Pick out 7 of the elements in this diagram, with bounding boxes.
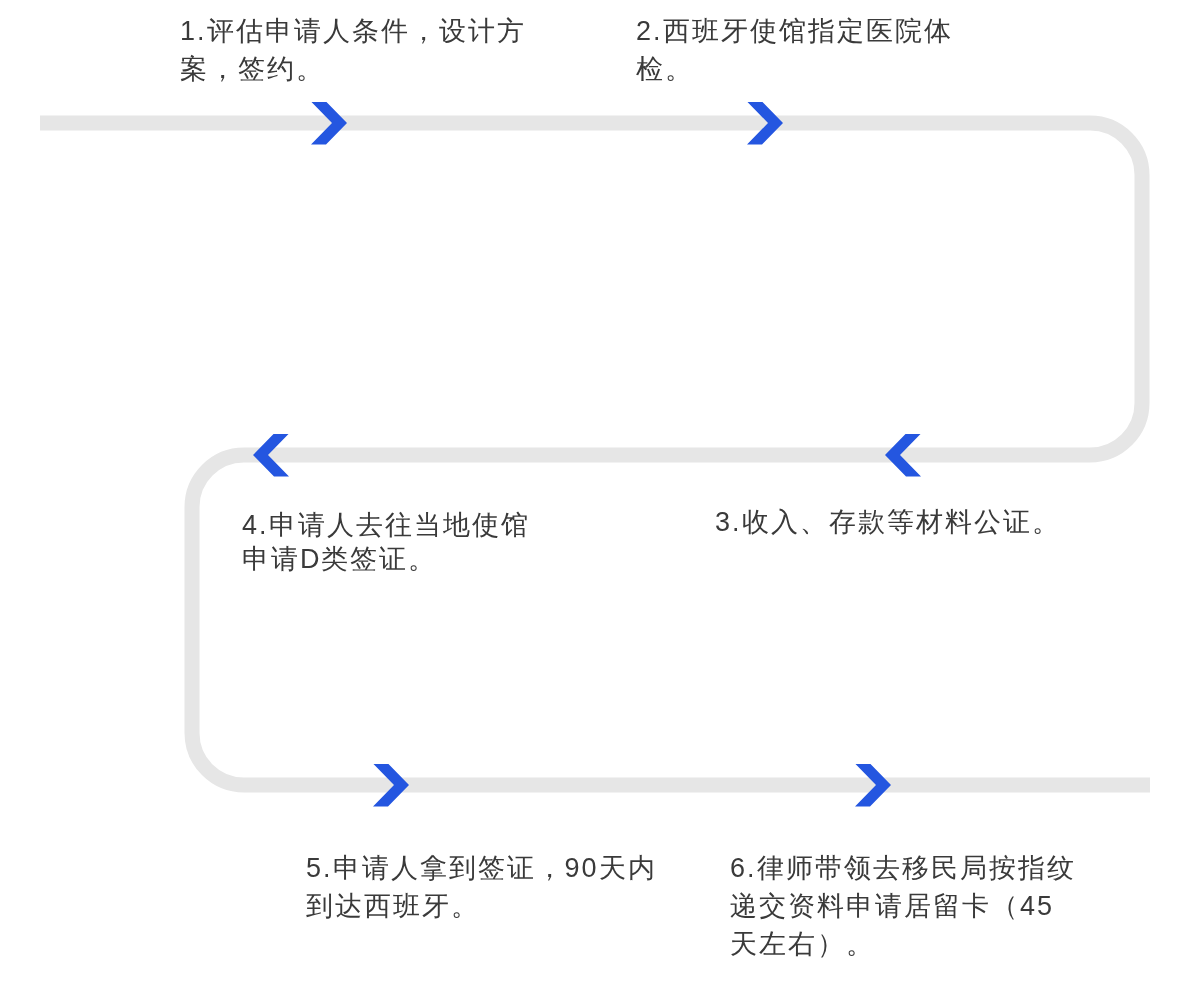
flow-line [891,777,1150,793]
step-text: 5.申请人拿到签证，90天内到达西班牙。 [306,849,671,925]
step-text: 4.申请人去往当地使馆申请D类签证。 [242,508,542,576]
step-text: 1.评估申请人条件，设计方案，签约。 [180,12,540,88]
step-text: 3.收入、存款等材料公证。 [715,503,1061,541]
step-text: 2.西班牙使馆指定医院体检。 [636,12,966,88]
step-text: 6.律师带领去移民局按指纹递交资料申请居留卡（45天左右）。 [730,849,1079,963]
